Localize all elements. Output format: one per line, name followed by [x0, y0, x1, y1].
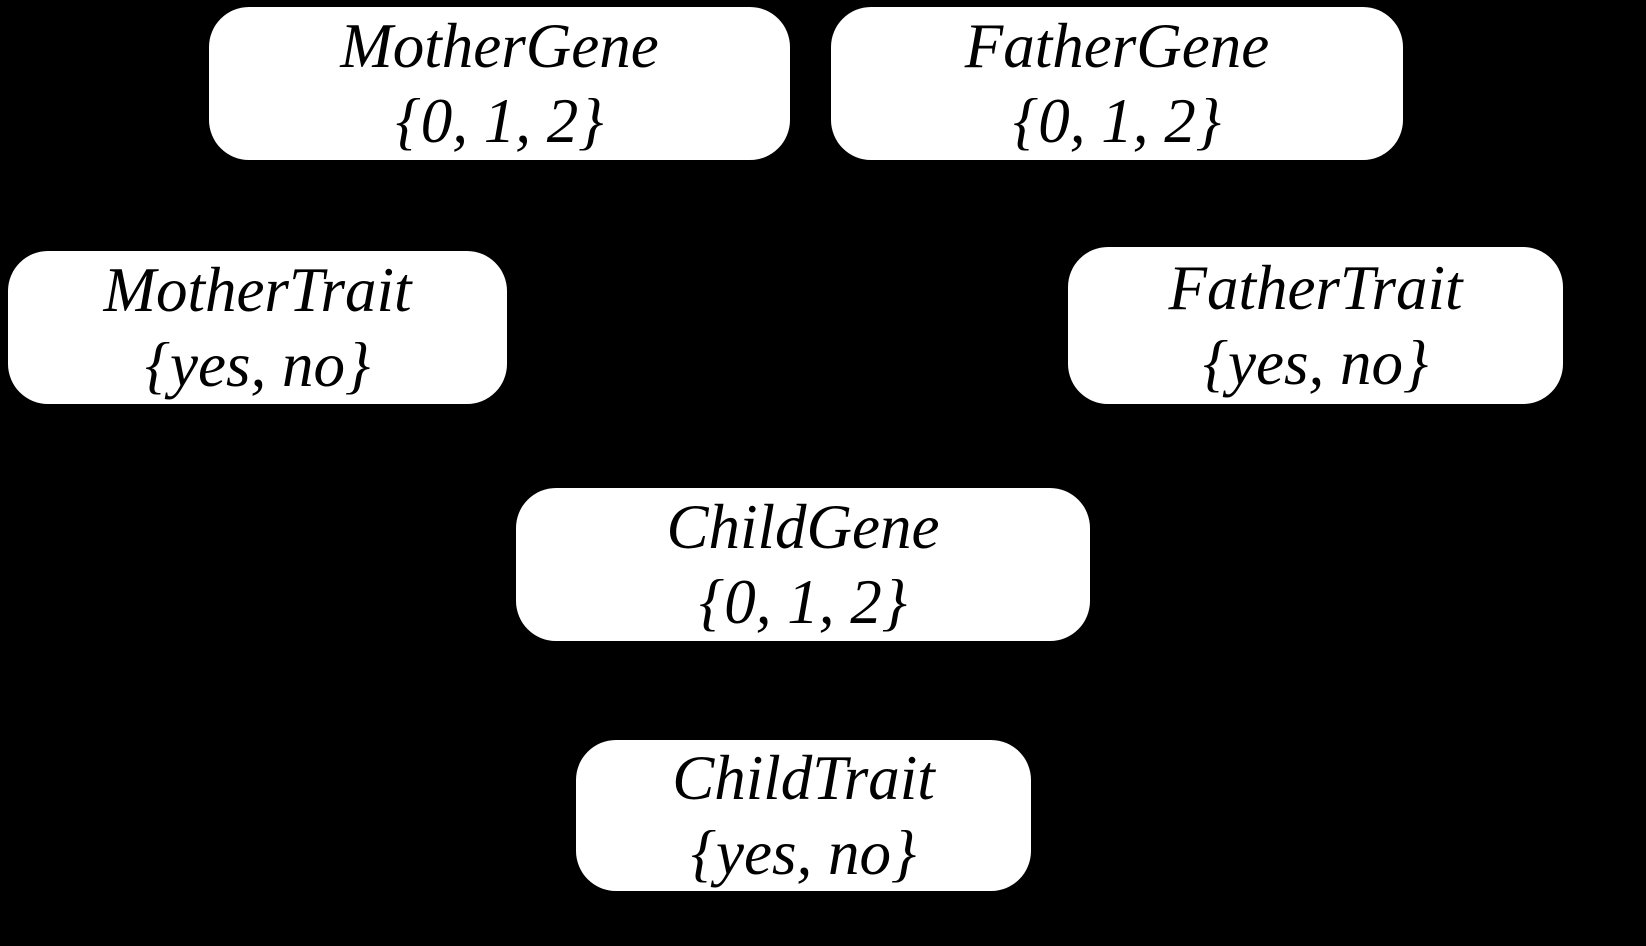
node-father-gene: FatherGene {0, 1, 2} [831, 7, 1403, 160]
node-child-trait-domain: {yes, no} [690, 817, 917, 888]
node-father-gene-domain: {0, 1, 2} [1013, 85, 1221, 156]
node-mother-gene-domain: {0, 1, 2} [395, 85, 604, 156]
node-father-gene-label: FatherGene [964, 11, 1270, 82]
node-mother-trait-domain: {yes, no} [144, 329, 371, 400]
node-child-trait: ChildTrait {yes, no} [576, 740, 1031, 891]
node-mother-trait: MotherTrait {yes, no} [8, 251, 507, 404]
node-child-gene-label: ChildGene [666, 492, 940, 563]
node-child-gene-domain: {0, 1, 2} [699, 566, 907, 637]
node-mother-gene-label: MotherGene [340, 11, 659, 82]
node-child-trait-label: ChildTrait [672, 743, 935, 814]
node-father-trait-domain: {yes, no} [1202, 327, 1429, 398]
node-child-gene: ChildGene {0, 1, 2} [516, 488, 1090, 641]
node-father-trait: FatherTrait {yes, no} [1068, 247, 1563, 404]
node-mother-gene: MotherGene {0, 1, 2} [209, 7, 790, 160]
node-mother-trait-label: MotherTrait [103, 255, 412, 326]
node-father-trait-label: FatherTrait [1168, 253, 1463, 324]
